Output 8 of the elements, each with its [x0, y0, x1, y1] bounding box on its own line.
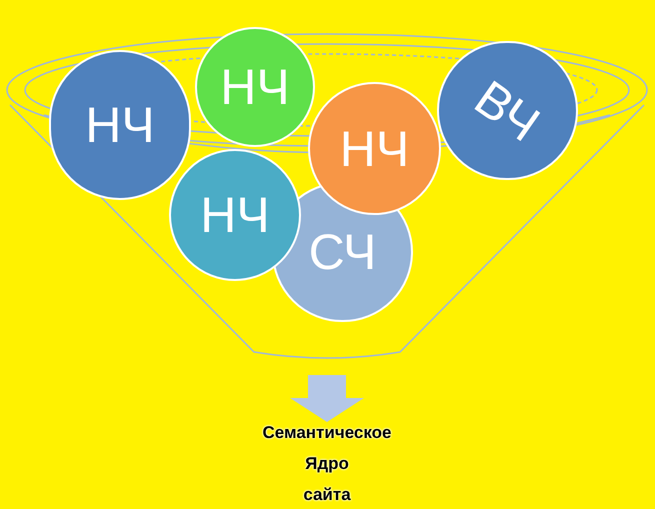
- node-label: ВЧ: [466, 72, 548, 150]
- result-text: Семантическое Ядро сайта: [261, 422, 393, 506]
- node-label: СЧ: [308, 227, 376, 277]
- node-label: НЧ: [220, 62, 290, 112]
- node-label: НЧ: [85, 100, 155, 150]
- node-label: НЧ: [340, 124, 410, 174]
- node-label: НЧ: [200, 190, 270, 240]
- block-arrow: [290, 375, 364, 422]
